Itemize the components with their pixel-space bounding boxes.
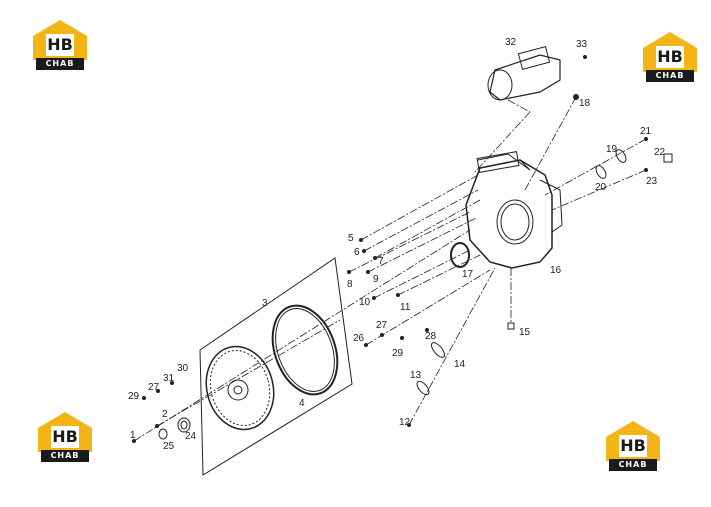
callout: 23 [646, 176, 658, 187]
starter-motor [489, 54, 561, 101]
callout: 16 [550, 265, 562, 276]
brand-logo-bottom-right: HB CHAB [606, 421, 660, 473]
callout: 29 [392, 348, 404, 359]
callout: 17 [462, 269, 474, 280]
callout: 24 [185, 431, 197, 442]
oil-seal [450, 242, 470, 268]
callout: 27 [376, 320, 388, 331]
callout: 13 [410, 370, 422, 381]
callout: 33 [576, 39, 588, 50]
callout: 21 [640, 126, 652, 137]
callout: 29 [128, 391, 140, 402]
callout: 1 [130, 430, 136, 441]
bearing [177, 417, 191, 433]
logo-mark: HB [46, 34, 74, 56]
callout: 7 [378, 256, 384, 267]
logo-name: CHAB [41, 450, 89, 462]
logo-name: CHAB [646, 70, 694, 82]
callout: 32 [505, 37, 517, 48]
callout: 6 [354, 247, 360, 258]
clamp-20 [595, 165, 607, 179]
brand-logo-top-right: HB CHAB [643, 32, 697, 84]
callout: 14 [454, 359, 466, 370]
brand-logo-top-left: HB CHAB [33, 20, 87, 72]
callout: 8 [347, 279, 353, 290]
callout: 11 [400, 302, 411, 313]
callout: 18 [579, 98, 591, 109]
logo-name: CHAB [609, 459, 657, 471]
callout: 26 [353, 333, 365, 344]
callout: 12 [399, 417, 411, 428]
callout: 2 [162, 409, 168, 420]
callout: 22 [654, 147, 666, 158]
washer [158, 428, 168, 440]
callout: 25 [163, 441, 175, 452]
callout: 30 [177, 363, 189, 374]
callout: 28 [425, 331, 437, 342]
o-ring-13 [416, 380, 430, 396]
callout: 31 [163, 373, 175, 384]
callout: 9 [373, 274, 379, 285]
callout: 5 [348, 233, 354, 244]
flywheel-housing [465, 159, 553, 269]
logo-name: CHAB [36, 58, 84, 70]
callout-labels: 1 2 3 4 5 6 7 8 9 10 11 12 13 14 15 16 1… [128, 37, 666, 452]
callout: 10 [359, 297, 371, 308]
callout: 27 [148, 382, 160, 393]
brand-logo-bottom-left: HB CHAB [38, 412, 92, 464]
logo-mark: HB [51, 426, 79, 448]
logo-mark: HB [656, 46, 684, 68]
flywheel-group-box [199, 257, 353, 476]
flywheel [205, 345, 275, 431]
o-ring-14 [430, 342, 446, 358]
callout: 4 [299, 398, 305, 409]
logo-mark: HB [619, 435, 647, 457]
callout: 15 [519, 327, 531, 338]
ring-seal [271, 304, 339, 396]
clamp-19 [615, 149, 627, 163]
callout: 19 [606, 144, 618, 155]
fitting-22 [663, 153, 673, 163]
callout: 3 [262, 298, 268, 309]
plug-15 [507, 322, 515, 330]
callout: 20 [595, 182, 607, 193]
